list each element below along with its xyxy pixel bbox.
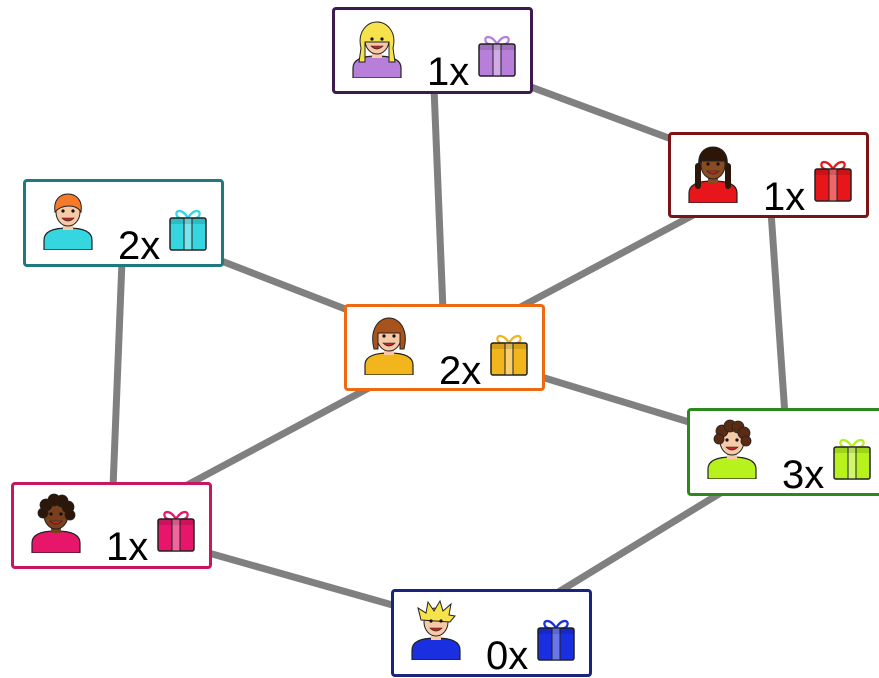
gift-icon <box>490 334 528 376</box>
edge-purple-orange <box>429 50 448 348</box>
node-teal[interactable]: 2x <box>23 179 224 267</box>
node-pink[interactable]: 1x <box>11 482 212 569</box>
gift-icon <box>169 209 207 251</box>
person-icon <box>352 21 402 78</box>
person-icon <box>364 317 414 375</box>
gift-count: 1x <box>427 50 470 94</box>
person-icon <box>688 146 738 203</box>
gift-count: 2x <box>439 349 482 393</box>
person-icon <box>707 419 757 479</box>
person-icon <box>411 600 461 660</box>
node-blue[interactable]: 0x <box>391 589 592 677</box>
gift-count: 0x <box>486 634 529 678</box>
edge-red-green <box>765 174 791 453</box>
edge-teal-pink <box>108 222 127 526</box>
gift-count: 1x <box>763 175 806 219</box>
gift-icon <box>833 438 871 480</box>
person-icon <box>43 193 93 250</box>
node-purple[interactable]: 1x <box>332 7 533 94</box>
gift-count: 2x <box>118 224 161 268</box>
node-red[interactable]: 1x <box>668 132 869 218</box>
node-green[interactable]: 3x <box>687 408 879 496</box>
gift-count: 3x <box>782 453 825 497</box>
node-orange[interactable]: 2x <box>344 304 545 391</box>
gift-icon <box>537 619 575 661</box>
gift-icon <box>814 160 852 202</box>
gift-count: 1x <box>106 525 149 569</box>
person-icon <box>31 493 81 553</box>
gift-icon <box>157 510 195 552</box>
gift-icon <box>478 35 516 77</box>
